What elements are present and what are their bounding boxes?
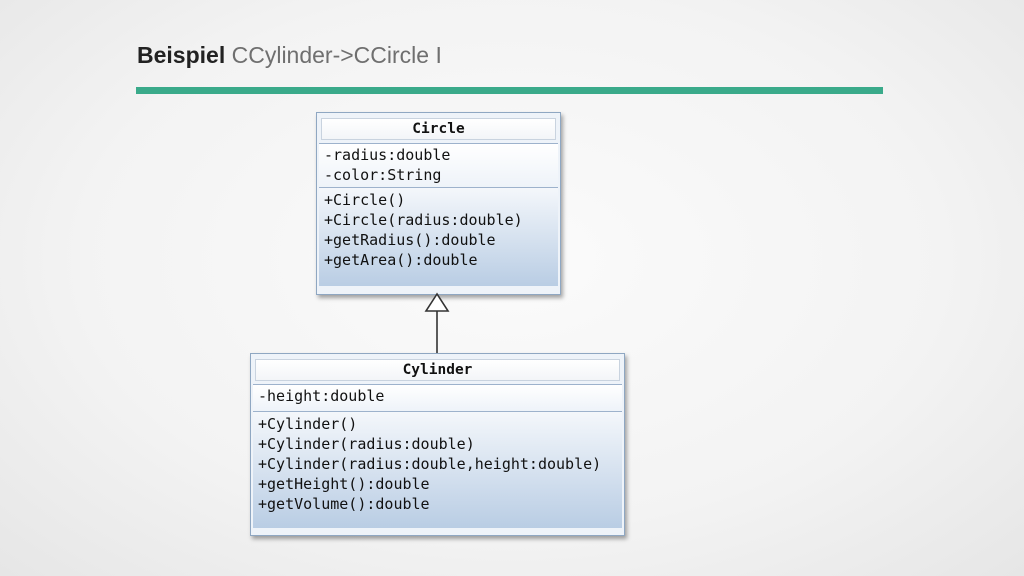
circle-attributes: -radius:double -color:String [319, 143, 558, 188]
slide-title-bold: Beispiel [137, 42, 226, 68]
attribute-radius: -radius:double [324, 146, 451, 164]
method-circle-radius: +Circle(radius:double) [324, 211, 523, 229]
method-cylinder-default: +Cylinder() [258, 415, 358, 433]
method-cylinder-radius-height: +Cylinder(radius:double,height:double) [258, 455, 602, 473]
title-underline [136, 87, 883, 94]
attribute-height: -height:double [258, 387, 385, 405]
method-circle-default: +Circle() [324, 191, 406, 209]
method-get-volume: +getVolume():double [258, 495, 430, 513]
cylinder-attributes: -height:double [253, 384, 622, 412]
uml-class-cylinder: Cylinder -height:double +Cylinder() +Cyl… [250, 353, 625, 536]
class-name-circle: Circle [321, 118, 556, 140]
circle-methods: +Circle() +Circle(radius:double) +getRad… [319, 188, 558, 286]
cylinder-methods: +Cylinder() +Cylinder(radius:double) +Cy… [253, 412, 622, 528]
method-get-area: +getArea():double [324, 251, 478, 269]
method-cylinder-radius: +Cylinder(radius:double) [258, 435, 475, 453]
method-get-radius: +getRadius():double [324, 231, 496, 249]
class-name-cylinder: Cylinder [255, 359, 620, 381]
slide-title-rest: CCylinder->CCircle I [231, 42, 442, 68]
attribute-color: -color:String [324, 166, 442, 184]
uml-class-circle: Circle -radius:double -color:String +Cir… [316, 112, 561, 295]
method-get-height: +getHeight():double [258, 475, 430, 493]
slide-title: Beispiel CCylinder->CCircle I [137, 42, 442, 69]
inheritance-arrowhead-icon [424, 292, 450, 312]
